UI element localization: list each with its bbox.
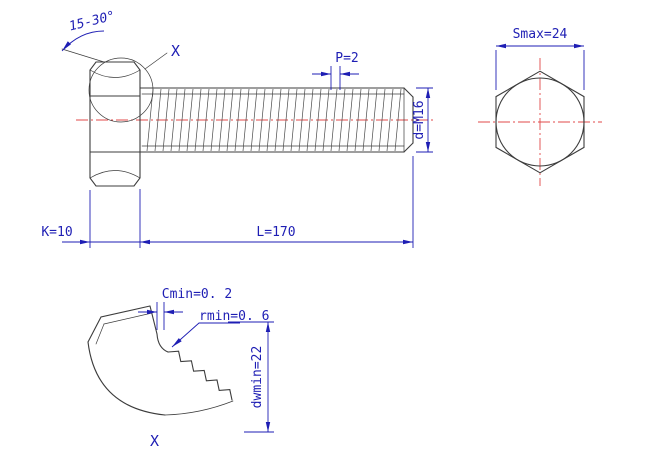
angle-arrowhead [62, 41, 71, 51]
detail-view-x: Cmin=0. 2 rmin=0. 6 dwmin=22 X [87, 287, 274, 450]
diameter-label: d=M16 [412, 100, 427, 139]
diameter-arrowhead-bottom [425, 142, 431, 152]
end-chamfer-top [403, 87, 414, 98]
shared-arrowhead-middle [140, 239, 150, 245]
detail-fillet-arc [156, 333, 169, 353]
fillet-radius-leader [171, 322, 240, 348]
fillet-radius-label: rmin=0. 6 [199, 309, 269, 324]
length-label: L=170 [256, 225, 295, 240]
bolt-head-outline [89, 61, 141, 187]
chamfer-angle-label: 15-30° [68, 9, 117, 35]
thread-hatching [146, 88, 402, 152]
detail-head-facet-inner [103, 312, 153, 325]
chamfer-angle-leg-line [61, 48, 105, 63]
pitch-label: P=2 [335, 51, 358, 66]
bearing-arrowhead-bottom [265, 422, 271, 432]
bolt-side-view [61, 48, 414, 187]
head-chamfer-arc-bottom [89, 170, 141, 179]
length-arrowhead-right [403, 239, 413, 245]
washer-face-thickness-label: Cmin=0. 2 [162, 287, 232, 302]
detail-head-facet-inner-edge [95, 323, 105, 345]
detail-head-facet-outer [87, 305, 151, 343]
end-view-dimensions: Smax=24 [495, 27, 585, 90]
washer-face-arrowhead-left [147, 309, 157, 315]
width-arrowhead-left [496, 43, 506, 49]
diameter-arrowhead-top [425, 88, 431, 98]
chamfer-circle [495, 77, 585, 167]
pitch-arrowhead-left [321, 71, 331, 77]
end-chamfer-bottom [403, 142, 414, 153]
detail-bearing-surface-arc [87, 341, 166, 416]
side-view-dimensions: 15-30° X P=2 d=M16 K=10 L=170 [41, 9, 433, 248]
centerlines [76, 58, 602, 186]
width-arrowhead-right [574, 43, 584, 49]
pitch-arrowhead-right [340, 71, 350, 77]
detail-shank-root-curve [164, 400, 234, 416]
washer-face-arrowhead-right [164, 309, 174, 315]
angle-dimension-arc [61, 30, 105, 52]
hexagon-outline [495, 70, 585, 174]
detail-ref-label-bottom: X [150, 432, 159, 450]
width-across-flats-label: Smax=24 [513, 27, 568, 42]
detail-thread-profile [167, 350, 233, 401]
bearing-diameter-label: dwmin=22 [250, 346, 265, 409]
detail-callout-circle [88, 57, 154, 123]
head-chamfer-arc-top [89, 69, 141, 78]
bearing-arrowhead-top [265, 322, 271, 332]
head-height-label: K=10 [41, 225, 72, 240]
detail-callout-leader [144, 52, 168, 70]
detail-ref-label-side: X [171, 42, 180, 60]
hex-end-view [495, 70, 585, 174]
fillet-radius-arrowhead [172, 338, 182, 347]
detail-head-right-edge [149, 305, 158, 335]
head-height-arrowhead-left [80, 239, 90, 245]
